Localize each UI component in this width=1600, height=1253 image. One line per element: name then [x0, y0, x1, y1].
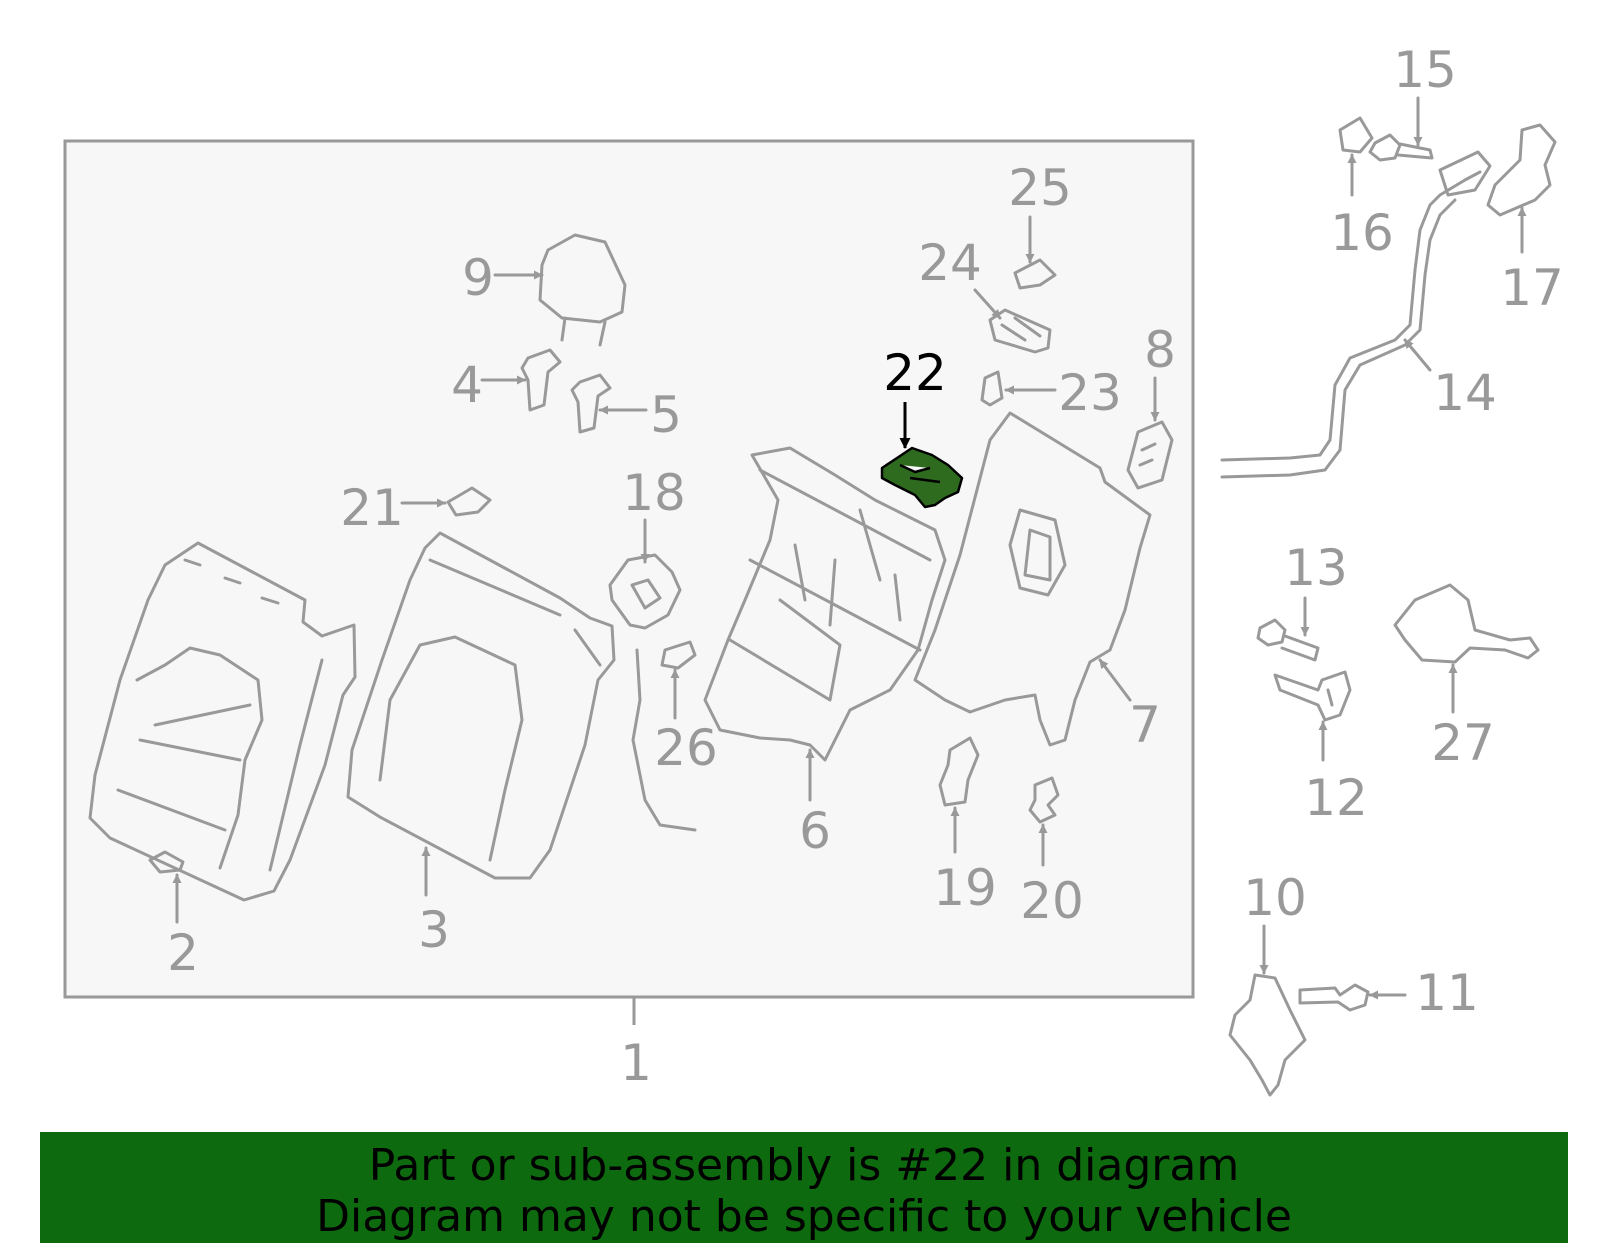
callout-2: 2 [167, 924, 199, 982]
part-14-cable [1220, 170, 1482, 479]
callout-12: 12 [1304, 769, 1368, 827]
callout-20: 20 [1020, 872, 1084, 930]
callout-17: 17 [1500, 259, 1564, 317]
part-2-clip [148, 850, 185, 874]
callout-23: 23 [1058, 364, 1122, 422]
part-17 [1486, 123, 1557, 217]
part-6-frame [703, 446, 947, 762]
part-21 [446, 486, 492, 517]
callout-9: 9 [462, 249, 494, 307]
part-20 [1028, 776, 1060, 824]
part-10 [1228, 973, 1307, 1097]
callout-1: 1 [620, 1034, 652, 1092]
part-8 [1126, 420, 1174, 490]
part-12-bracket [1273, 670, 1352, 722]
callout-27: 27 [1431, 714, 1495, 772]
callout-7: 7 [1129, 696, 1161, 754]
part-2-slots [183, 558, 280, 605]
callout-19: 19 [933, 859, 997, 917]
part-26 [660, 640, 697, 670]
callout-16: 16 [1330, 204, 1394, 262]
part-9-headrest [538, 233, 627, 347]
part-23 [980, 370, 1004, 407]
callout-25: 25 [1008, 159, 1072, 217]
callout-6: 6 [799, 802, 831, 860]
assembly-box [63, 139, 1195, 999]
callout-15: 15 [1393, 41, 1457, 99]
leader-14 [1403, 338, 1432, 372]
part-18-latch [608, 553, 682, 630]
callout-24: 24 [918, 234, 982, 292]
callout-3: 3 [418, 901, 450, 959]
callout-13: 13 [1284, 539, 1348, 597]
part-7-backpanel [913, 411, 1152, 747]
callout-21: 21 [340, 479, 404, 537]
part-22-highlighted [880, 446, 964, 509]
callout-11: 11 [1415, 964, 1479, 1022]
part-19 [938, 736, 980, 807]
callout-8: 8 [1144, 321, 1176, 379]
part-24 [988, 308, 1052, 354]
callout-22-highlighted: 22 [883, 344, 947, 402]
part-14-connector [1438, 150, 1492, 197]
callout-14: 14 [1433, 364, 1497, 422]
callout-5: 5 [650, 386, 682, 444]
leader-24 [973, 288, 1002, 320]
callout-4: 4 [451, 356, 483, 414]
part-15-bolt [1368, 133, 1434, 162]
part-26-cable [631, 648, 697, 832]
part-16 [1338, 116, 1374, 154]
part-3-seatback-pad [346, 531, 616, 880]
part-11-bolt [1298, 983, 1370, 1012]
callout-26: 26 [654, 719, 718, 777]
leader-7 [1098, 658, 1132, 702]
banner-line-2: Diagram may not be specific to your vehi… [316, 1191, 1292, 1242]
part-13-bolt [1256, 618, 1320, 662]
part-27 [1393, 583, 1540, 664]
part-4-guide [520, 348, 562, 412]
callout-18: 18 [622, 464, 686, 522]
part-2-seatback-cover [88, 541, 357, 902]
callout-10: 10 [1243, 869, 1307, 927]
part-5-guide [570, 373, 612, 434]
part-25 [1013, 258, 1057, 290]
info-banner: Part or sub-assembly is #22 in diagram D… [40, 1132, 1568, 1243]
banner-background [40, 1132, 1568, 1243]
banner-line-1: Part or sub-assembly is #22 in diagram [368, 1140, 1240, 1191]
